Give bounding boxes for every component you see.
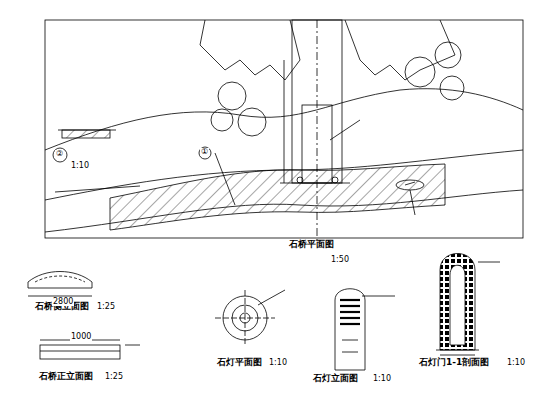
bridge-front: [40, 345, 120, 359]
annotation: 2800: [52, 298, 74, 306]
drawing-title: 石灯门1-1剖面图: [418, 358, 490, 367]
building: [200, 20, 300, 80]
annotation: 1:10: [506, 359, 526, 367]
annotation: ②: [55, 150, 64, 158]
plan-frame: [45, 20, 523, 238]
drawing-title: 石灯立面图: [312, 374, 359, 383]
lamp-section: [440, 254, 475, 351]
building: [345, 20, 455, 80]
bridge-side: [28, 272, 92, 289]
annotation: ①: [200, 148, 209, 156]
drawing-title: 石灯平面图: [216, 358, 263, 367]
annotation: 1:10: [268, 359, 288, 367]
annotation: 1:25: [104, 373, 124, 381]
drawing-title: 石桥正立面图: [38, 372, 94, 381]
annotation: 1:10: [372, 375, 392, 383]
water-hatch: [110, 164, 445, 230]
annotation: 1:25: [96, 303, 116, 311]
annotation: 1:10: [70, 162, 90, 170]
annotation: 1:50: [330, 256, 350, 264]
drawing-title: 石桥平面图: [288, 240, 335, 249]
annotation: 1000: [70, 333, 92, 341]
lamp-elevation: [335, 289, 365, 370]
